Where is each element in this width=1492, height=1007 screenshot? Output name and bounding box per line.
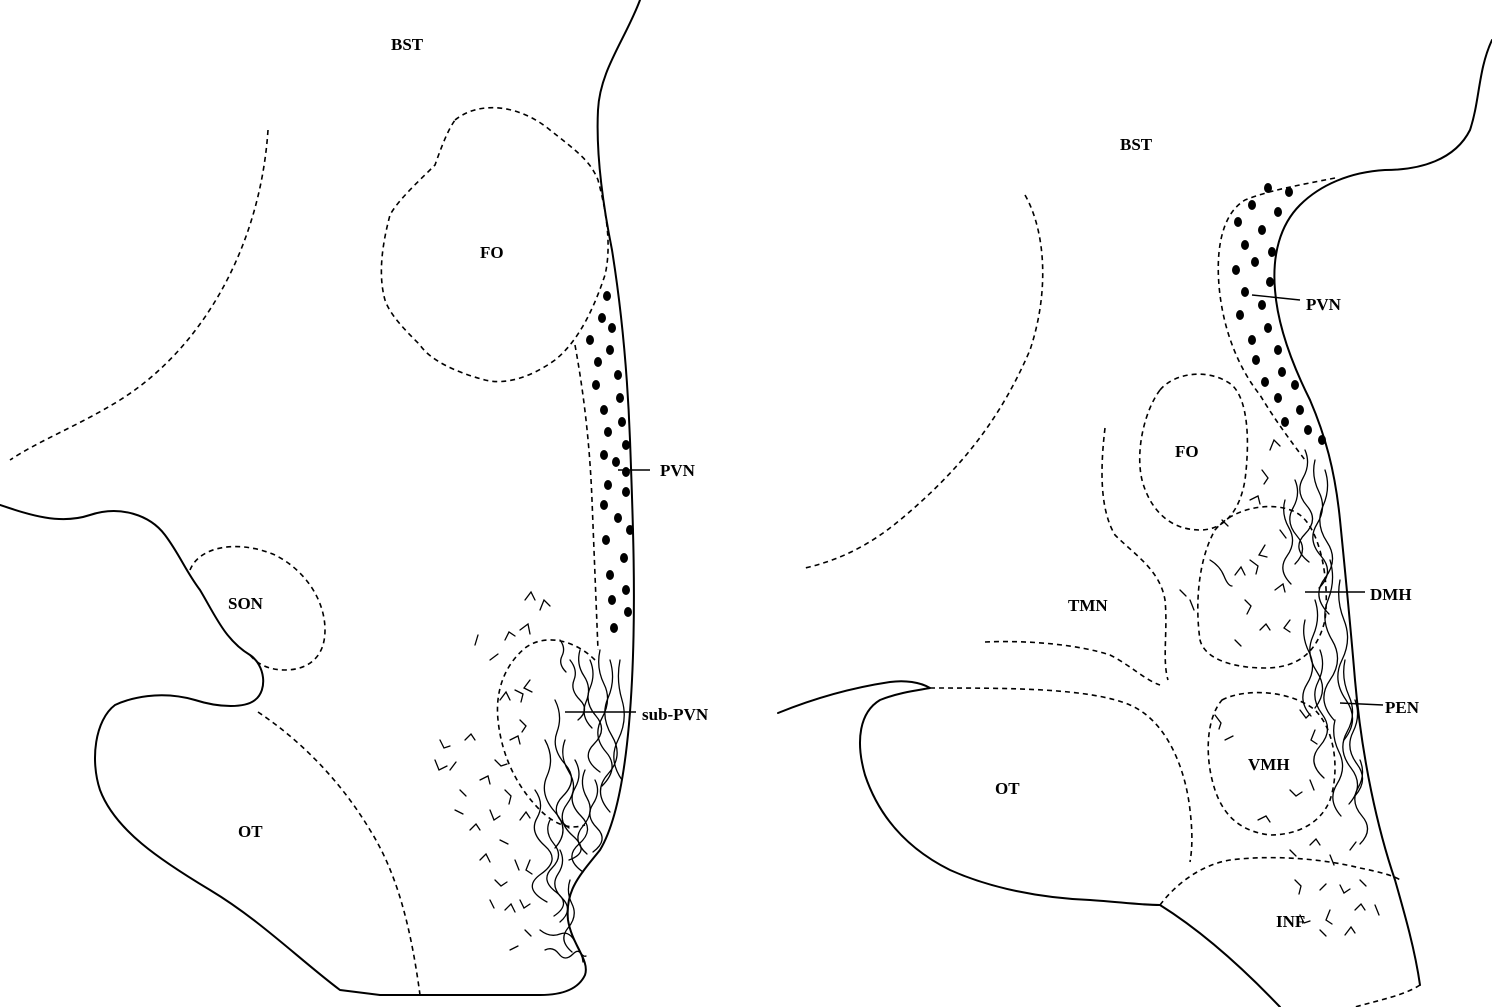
right-pvn-cell-bodies [1232, 183, 1326, 445]
right-inf-label: INF [1276, 912, 1306, 931]
left-pvn-cell-bodies [586, 291, 634, 633]
right-ventral-contour [777, 680, 1281, 1007]
right-dmh-outline [1197, 505, 1328, 669]
right-tmn-boundary-a [1101, 427, 1169, 681]
left-ot-boundary [257, 711, 421, 996]
left-panel [0, 0, 650, 996]
right-pvn-label: PVN [1306, 295, 1341, 314]
left-ventricle-contour [379, 0, 641, 996]
left-subpvn-outline [496, 639, 596, 828]
left-ot-label: OT [238, 822, 263, 841]
right-vmh-outline [1207, 691, 1336, 836]
right-pen-leader [1339, 702, 1384, 706]
left-son-outline [189, 545, 326, 671]
left-pvn-outline [574, 344, 599, 651]
right-inf-outline [1159, 856, 1421, 1007]
left-subpvn-label: sub-PVN [642, 705, 709, 724]
right-fo-label: FO [1175, 442, 1199, 461]
left-fibers [434, 590, 625, 963]
left-fo-outline [380, 106, 609, 383]
left-bst-boundary [9, 129, 269, 461]
right-panel [777, 39, 1492, 1007]
right-bst-label: BST [1120, 135, 1153, 154]
right-tmn-boundary-b [984, 640, 1161, 686]
right-ventricle-contour [1273, 39, 1492, 986]
right-tmn-label: TMN [1068, 596, 1108, 615]
right-dmh-label: DMH [1370, 585, 1412, 604]
left-son-label: SON [228, 594, 263, 613]
right-ot-label: OT [995, 779, 1020, 798]
right-fibers [1179, 438, 1380, 937]
right-vmh-label: VMH [1248, 755, 1290, 774]
right-bst-boundary [804, 194, 1044, 569]
left-pvn-label: PVN [660, 461, 695, 480]
right-pen-label: PEN [1385, 698, 1419, 717]
left-ventral-contour [0, 504, 381, 996]
right-fo-outline [1138, 373, 1249, 531]
left-bst-label: BST [391, 35, 424, 54]
right-ot-boundary [929, 687, 1193, 863]
left-fo-label: FO [480, 243, 504, 262]
right-pvn-leader [1251, 294, 1301, 301]
